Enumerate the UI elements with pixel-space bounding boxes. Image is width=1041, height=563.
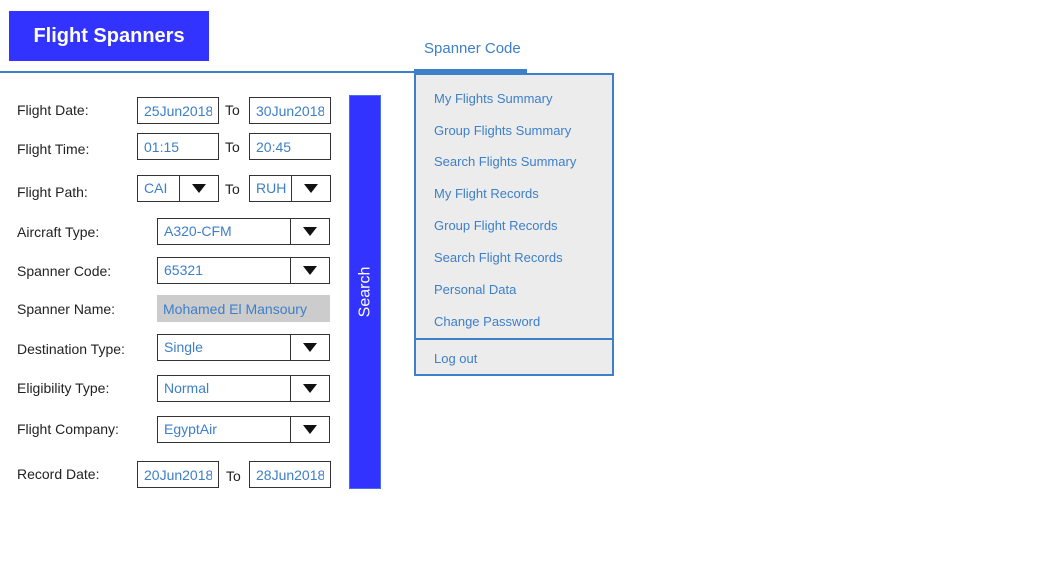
aircraft-type-label: Aircraft Type: [17,224,100,240]
chevron-down-icon[interactable] [290,258,329,283]
eligibility-type-select[interactable]: Normal [157,375,330,402]
search-button[interactable]: Search [349,95,381,489]
flight-date-from-input[interactable] [137,97,219,124]
chevron-down-icon[interactable] [290,219,329,244]
flight-time-to-input[interactable] [249,133,331,160]
chevron-down-icon[interactable] [290,376,329,401]
menu-divider [416,338,612,340]
flight-company-label: Flight Company: [17,421,119,437]
chevron-down-icon[interactable] [290,417,329,442]
search-button-label: Search [356,266,374,318]
flight-path-to-label: To [225,181,240,197]
user-menu-tab[interactable]: Spanner Code [424,40,521,57]
menu-item-search-flights-summary[interactable]: Search Flights Summary [434,154,577,169]
destination-type-label: Destination Type: [17,341,125,357]
user-dropdown-menu: My Flights Summary Group Flights Summary… [414,73,614,376]
flight-date-to-label: To [225,102,240,118]
user-tab-underline [414,69,527,73]
eligibility-type-label: Eligibility Type: [17,380,110,396]
menu-item-logout[interactable]: Log out [434,351,478,366]
flight-path-to-select[interactable]: RUH [249,175,331,202]
spanner-name-field [157,295,330,322]
app-title: Flight Spanners [9,11,209,61]
spanner-name-label: Spanner Name: [17,301,116,317]
flight-path-from-value: CAI [144,180,168,196]
chevron-down-icon[interactable] [291,176,330,201]
menu-item-personal-data[interactable]: Personal Data [434,282,517,297]
menu-item-search-flight-records[interactable]: Search Flight Records [434,250,563,265]
flight-path-from-select[interactable]: CAI [137,175,219,202]
menu-item-group-flight-records[interactable]: Group Flight Records [434,218,558,233]
eligibility-type-value: Normal [164,380,210,396]
flight-path-label: Flight Path: [17,184,88,200]
aircraft-type-select[interactable]: A320-CFM [157,218,330,245]
chevron-down-icon[interactable] [290,335,329,360]
flight-company-select[interactable]: EgyptAir [157,416,330,443]
chevron-down-icon[interactable] [179,176,218,201]
menu-item-my-flights-summary[interactable]: My Flights Summary [434,91,553,106]
flight-date-to-input[interactable] [249,97,331,124]
flight-path-to-value: RUH [256,180,287,196]
flight-time-label: Flight Time: [17,141,90,157]
record-date-label: Record Date: [17,466,100,482]
spanner-code-select[interactable]: 65321 [157,257,330,284]
menu-item-change-password[interactable]: Change Password [434,314,541,329]
record-date-to-input[interactable] [249,461,331,488]
aircraft-type-value: A320-CFM [164,223,232,239]
menu-item-group-flights-summary[interactable]: Group Flights Summary [434,123,572,138]
flight-company-value: EgyptAir [164,421,217,437]
record-date-to-label: To [226,468,241,484]
flight-time-from-input[interactable] [137,133,219,160]
destination-type-value: Single [164,339,203,355]
record-date-from-input[interactable] [137,461,219,488]
menu-item-my-flight-records[interactable]: My Flight Records [434,186,539,201]
flight-date-label: Flight Date: [17,102,89,118]
destination-type-select[interactable]: Single [157,334,330,361]
spanner-code-value: 65321 [164,262,203,278]
flight-time-to-label: To [225,139,240,155]
header-divider [0,71,414,73]
spanner-code-label: Spanner Code: [17,263,112,279]
